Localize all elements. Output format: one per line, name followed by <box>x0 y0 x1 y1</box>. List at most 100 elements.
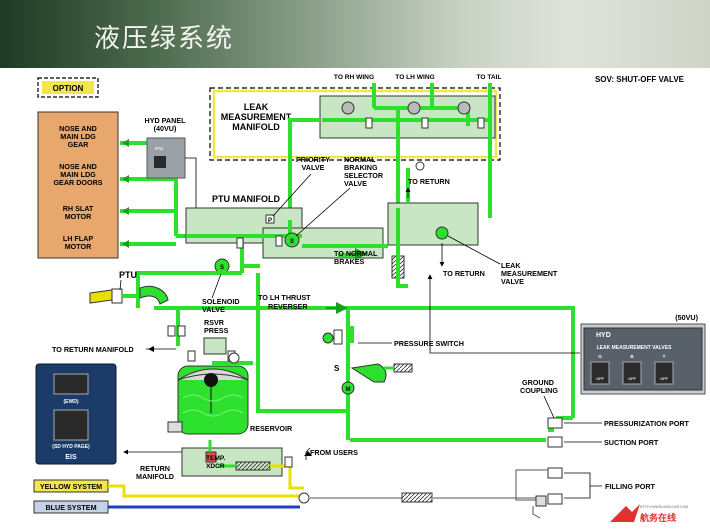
consumer-flap-label: MOTOR <box>65 242 92 251</box>
to-return-mid-label: TO RETURN <box>443 269 485 278</box>
pressure-switch-label: PRESSURE SWITCH <box>394 339 464 348</box>
consumer-slat-label: RH SLAT <box>63 204 94 213</box>
button-off-label: OFF <box>596 376 605 381</box>
leak-manifold-label: LEAK <box>244 102 269 112</box>
solenoid-valve-label: VALVE <box>202 305 225 314</box>
pressure-switch-assembly: S M <box>322 329 413 395</box>
priority-valve-symbol: P <box>268 218 272 224</box>
button-off-label: OFF <box>628 376 637 381</box>
slide-title: 液压绿系统 <box>94 24 235 54</box>
normal-braking-label: SELECTOR <box>344 171 384 180</box>
ptu-manifold-label: PTU MANIFOLD <box>212 194 280 204</box>
consumer-doors-label: GEAR DOORS <box>53 178 102 187</box>
pressure-switch-symbol: S <box>334 364 340 373</box>
reservoir-label: RESERVOIR <box>250 424 293 433</box>
consumer-slat-label: MOTOR <box>65 212 92 221</box>
hyd-panel-label: (40VU) <box>154 124 177 133</box>
suction-port-label: SUCTION PORT <box>604 438 659 447</box>
rsvr-press-components <box>203 337 240 364</box>
solenoid-symbol: S <box>220 265 224 271</box>
main-supply-lines <box>136 264 575 442</box>
hyd-control-subtitle: LEAK MEASUREMENT VALVES <box>597 345 672 351</box>
reservoir <box>167 365 249 435</box>
selector-symbol: S <box>290 239 294 245</box>
temp-xdcr-label: TEMP. <box>206 455 225 462</box>
leak-measurement-valve-label: VALVE <box>501 277 524 286</box>
lh-thrust-reverser-label: TO LH THRUST <box>258 293 311 302</box>
leak-manifold-label: MEASUREMENT <box>221 112 292 122</box>
normal-braking-label: NORMAL <box>344 155 376 164</box>
consumer-gear-label: GEAR <box>68 140 90 149</box>
yellow-system-label: YELLOW SYSTEM <box>40 482 102 491</box>
consumer-gear-label: MAIN LDG <box>60 132 96 141</box>
hyd-control-title: HYD <box>596 332 611 339</box>
consumer-arrows <box>122 139 129 248</box>
leak-manifold-label: MANIFOLD <box>232 122 280 132</box>
from-users-label: FROM USERS <box>310 448 358 457</box>
to-tail-label: TO TAIL <box>476 74 501 81</box>
rsvr-press-label: RSVR <box>204 318 225 327</box>
leak-valve-b-button[interactable] <box>622 361 642 385</box>
leak-measurement-valve-label: MEASUREMENT <box>501 269 558 278</box>
ptu-manifold-components: P S S <box>214 214 300 274</box>
solenoid-valve-label: SOLENOID <box>202 297 240 306</box>
leak-valve-g-button[interactable] <box>590 361 610 385</box>
eis-ewd-label: (EWD) <box>64 399 79 405</box>
wing-labels: TO RH WING TO LH WING TO TAIL <box>334 74 502 81</box>
diagram-panel: OPTION SOV: SHUT-OFF VALVE NOSE AND MAIN… <box>28 68 710 526</box>
leak-manifold-lines <box>288 83 492 220</box>
ptu-label: PTU <box>119 270 137 280</box>
eis-label: EIS <box>65 454 77 461</box>
consumer-flap-label: LH FLAP <box>63 234 94 243</box>
leak-measurement-valve-label: LEAK <box>501 261 521 270</box>
to-rh-wing-label: TO RH WING <box>334 74 374 81</box>
to-normal-brakes-label: TO NORMAL <box>334 249 378 258</box>
to-return-top-label: TO RETURN <box>408 177 450 186</box>
watermark-brand: 航务在线 <box>640 512 676 523</box>
ground-coupling <box>515 417 563 519</box>
button-off-label: OFF <box>660 376 669 381</box>
return-manifold-label: MANIFOLD <box>136 472 174 481</box>
ground-coupling-label: COUPLING <box>520 386 558 395</box>
eis-sd-label: (SD HYD PAGE) <box>52 444 90 450</box>
leak-measurement-valve-body <box>382 161 479 288</box>
button-y-label: Y <box>662 354 665 359</box>
consumer-block: NOSE AND MAIN LDG GEAR NOSE AND MAIN LDG… <box>37 111 119 259</box>
blue-system-label: BLUE SYSTEM <box>45 503 96 512</box>
yellow-blue-lines: YELLOW SYSTEM BLUE SYSTEM <box>33 479 538 514</box>
temp-xdcr-label: XDCR <box>206 463 225 470</box>
consumer-gear-label: NOSE AND <box>59 124 97 133</box>
priority-valve-label: VALVE <box>302 163 325 172</box>
watermark-url: HTTP://WWW.AIRACAR.COM <box>640 505 688 509</box>
pump-symbol: M <box>346 387 351 393</box>
hyd-control-panel-id: (50VU) <box>675 313 698 322</box>
return-manifold-label: RETURN <box>140 464 170 473</box>
eis-display: (EWD) (SD HYD PAGE) EIS <box>35 363 117 465</box>
leak-manifold-sov <box>341 101 485 129</box>
ptu-unit: PTU <box>89 270 169 305</box>
to-normal-brakes-label: BRAKES <box>334 257 365 266</box>
hyd-panel-face: PTU <box>155 146 163 151</box>
leak-measurement-manifold: LEAK MEASUREMENT MANIFOLD <box>209 87 501 161</box>
filling-port-label: FILLING PORT <box>605 482 656 491</box>
normal-braking-label: BRAKING <box>344 163 378 172</box>
leak-valve-y-button[interactable] <box>654 361 674 385</box>
rsvr-press-label: PRESS <box>204 326 229 335</box>
hyd-control-panel-50vu: (50VU) HYD LEAK MEASUREMENT VALVES G B Y… <box>580 313 706 395</box>
hydraulic-schematic: OPTION SOV: SHUT-OFF VALVE NOSE AND MAIN… <box>33 74 706 523</box>
to-return-manifold-label: TO RETURN MANIFOLD <box>52 345 134 354</box>
to-lh-wing-label: TO LH WING <box>395 74 434 81</box>
button-g-label: G <box>598 354 602 359</box>
hyd-panel-40vu: HYD PANEL (40VU) PTU <box>145 116 199 239</box>
option-legend: OPTION <box>37 77 99 98</box>
normal-braking-label: VALVE <box>344 179 367 188</box>
option-label: OPTION <box>53 84 84 93</box>
lh-thrust-reverser-label: REVERSER <box>268 302 308 311</box>
slide-header: 液压绿系统 <box>0 0 710 68</box>
ground-coupling-label: GROUND <box>522 378 554 387</box>
hyd-panel-label: HYD PANEL <box>145 116 187 125</box>
return-manifold <box>181 440 304 490</box>
priority-valve-label: PRIORITY <box>296 155 330 164</box>
watermark: HTTP://WWW.AIRACAR.COM 航务在线 <box>610 504 688 523</box>
consumer-doors-label: NOSE AND <box>59 162 97 171</box>
